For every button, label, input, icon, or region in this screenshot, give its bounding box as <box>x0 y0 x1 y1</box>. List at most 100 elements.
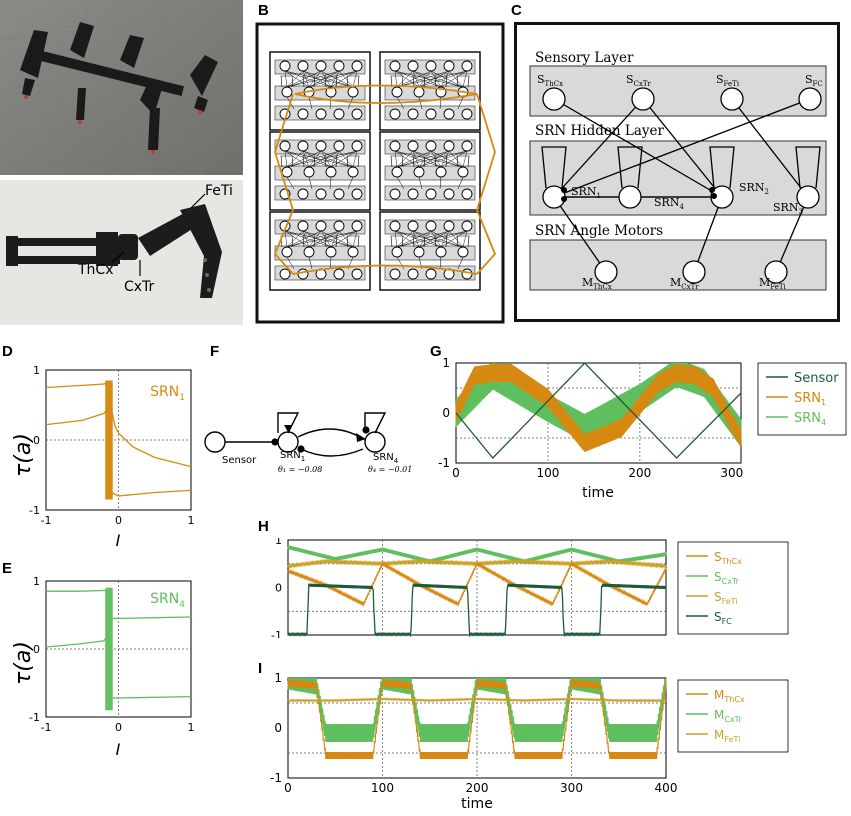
y-tick-label: 1 <box>274 671 282 685</box>
module-node <box>443 220 455 232</box>
module-edge <box>284 150 288 168</box>
sensor-node <box>631 87 655 111</box>
module-node <box>407 268 419 280</box>
inhibitory-synapse <box>561 196 567 202</box>
node-label-sthcx: SThCx <box>537 73 564 89</box>
x-tick-label: 200 <box>628 466 651 480</box>
module-node <box>297 60 309 72</box>
tau-curve <box>110 408 192 468</box>
tau-curve <box>111 489 192 497</box>
x-tick-label: 200 <box>466 781 489 795</box>
module-node <box>407 60 419 72</box>
self-recurrent-loop <box>617 146 643 189</box>
motor-layer-title: SRN Angle Motors <box>535 223 664 239</box>
module-edge <box>396 230 432 248</box>
srn-architecture-diagram <box>529 65 827 291</box>
module-edge <box>418 70 468 88</box>
module-edge <box>302 230 354 248</box>
y-tick-label: 0 <box>33 643 40 656</box>
module-edge <box>396 150 432 168</box>
module-edge <box>286 150 304 168</box>
module-loop <box>302 75 316 88</box>
hidden-node <box>796 185 820 209</box>
module-node <box>461 268 473 280</box>
module-loop <box>302 155 316 168</box>
module-node <box>297 220 309 232</box>
module-edge <box>396 150 450 168</box>
module-edge <box>352 150 358 168</box>
module-node <box>351 108 363 120</box>
y-tick-label: -1 <box>29 711 40 724</box>
module-edge <box>394 230 464 248</box>
module-edge <box>412 70 464 88</box>
x-tick-label: 100 <box>536 466 559 480</box>
module-edge <box>286 230 340 248</box>
connection <box>731 98 809 198</box>
module-edge <box>286 150 322 168</box>
module-node <box>389 60 401 72</box>
module-edge <box>396 70 414 88</box>
module-edge <box>284 70 354 88</box>
sensory-layer-title: Sensory Layer <box>535 50 634 66</box>
module-edge <box>320 150 354 168</box>
module-edge <box>418 176 423 190</box>
module-edge <box>440 230 450 248</box>
module-edge <box>284 70 332 88</box>
panel-label-b: B <box>258 2 269 19</box>
module-edge <box>286 150 358 168</box>
module-edge <box>418 70 450 88</box>
module-node <box>391 166 403 178</box>
hidden-node <box>618 185 642 209</box>
module-edge <box>347 176 354 190</box>
module-node <box>461 140 473 152</box>
panel-label-c: C <box>511 2 522 19</box>
y-tick-label: 1 <box>442 356 450 370</box>
module-edge <box>396 230 414 248</box>
module-edge <box>412 230 420 248</box>
module-node <box>389 220 401 232</box>
module-edge <box>439 256 442 270</box>
x-axis-label: I <box>116 531 121 550</box>
module-edge <box>338 70 354 88</box>
module-node <box>333 108 345 120</box>
module-edge <box>330 70 358 88</box>
mthcx-line <box>287 679 667 760</box>
module-edge <box>330 230 358 248</box>
node-label-srn4: SRN4 <box>654 196 684 212</box>
module-edge <box>330 230 340 248</box>
module-node <box>413 246 425 258</box>
module-node <box>281 166 293 178</box>
sensor-node <box>798 87 822 111</box>
x-tick-label: -1 <box>41 721 52 734</box>
module-edge <box>320 70 332 88</box>
sfc-line <box>287 583 667 638</box>
module-edge <box>286 176 295 190</box>
module-edge <box>302 70 310 88</box>
module-node <box>413 86 425 98</box>
module-3 <box>269 131 371 211</box>
f-srn4-label: SRN4 <box>373 452 399 465</box>
module-edge <box>308 70 322 88</box>
module-node <box>297 140 309 152</box>
module-5 <box>269 211 371 291</box>
module-node <box>461 188 473 200</box>
x-tick-label: 0 <box>452 466 460 480</box>
module-node <box>297 268 309 280</box>
module-edge <box>330 150 358 168</box>
module-edge <box>412 150 464 168</box>
module-node <box>443 60 455 72</box>
module-edge <box>396 150 414 168</box>
module-node <box>425 268 437 280</box>
module-node <box>407 108 419 120</box>
module-node <box>347 166 359 178</box>
panel-label-d: D <box>2 343 13 360</box>
module-node <box>425 108 437 120</box>
module-edge <box>284 150 310 168</box>
node-label-mthcx: MThCx <box>582 276 612 292</box>
module-edge <box>430 230 442 248</box>
y-tick-label: 1 <box>33 575 40 588</box>
tau-curve <box>111 695 192 699</box>
module-node <box>457 166 469 178</box>
motor-node <box>764 260 788 284</box>
